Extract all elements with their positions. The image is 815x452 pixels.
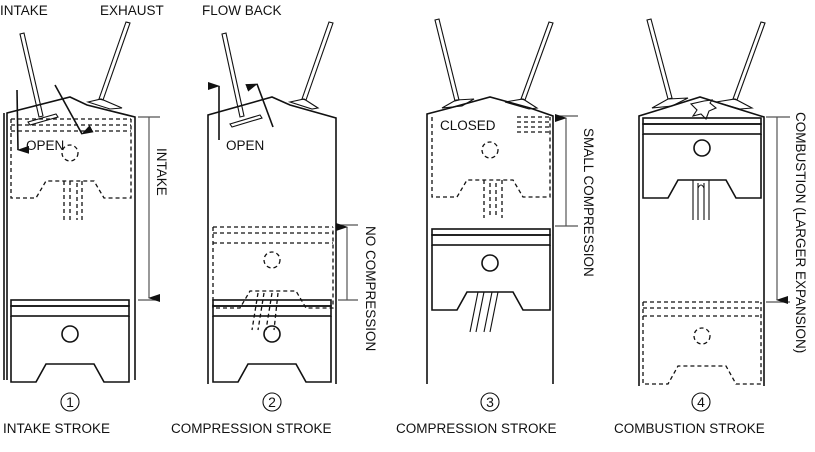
stroke-caption: COMBUSTION STROKE [614, 421, 765, 436]
valve-state-label: CLOSED [440, 118, 496, 133]
label-intake: INTAKE [0, 3, 48, 18]
label-flow-back: FLOW BACK [202, 3, 282, 18]
piston-ghost-bdc [642, 301, 762, 385]
step-number-circle [262, 392, 282, 412]
panel-compression-stroke-closed: CLOSED SMALL COMPRESSION 3 COMPRESSION S… [396, 18, 596, 436]
piston-ghost-tdc-3 [431, 116, 551, 218]
piston-ghost-mid [212, 226, 334, 331]
dimension-label: COMBUSTION (LARGER EXPANSION) [793, 112, 808, 353]
piston-ghost-tdc [10, 118, 132, 220]
panel-compression-stroke-open: OPEN NO COMPRESSION 2 COMPRESSION STROKE [171, 21, 378, 436]
stroke-caption: INTAKE STROKE [3, 421, 110, 436]
cylinder-3 [426, 96, 554, 384]
step-number: 2 [268, 394, 276, 410]
no-compression-dimension [336, 223, 358, 301]
step-number: 3 [486, 394, 494, 410]
flow-back-arrow [245, 83, 274, 128]
cylinder-1 [6, 96, 136, 380]
combustion-dimension [766, 116, 790, 304]
exhaust-valve-2 [287, 21, 334, 110]
step-number-circle [60, 392, 80, 412]
step-number-circle [691, 392, 711, 412]
panel-intake-stroke: OPEN INTAKE 1 INTAKE STROKE [3, 21, 169, 436]
step-number-circle [480, 392, 500, 412]
intake-flow-arrow [54, 84, 94, 135]
piston-1 [10, 299, 130, 383]
piston-3 [431, 228, 551, 333]
dimension-label: INTAKE [154, 148, 169, 196]
step-number: 1 [66, 394, 74, 410]
cylinder-2 [207, 96, 337, 384]
valve-state-label: OPEN [26, 138, 64, 153]
piston-2 [212, 299, 332, 383]
dimension-label: NO COMPRESSION [363, 226, 378, 351]
small-compression-dimension [555, 114, 578, 227]
cylinder-4 [638, 96, 765, 386]
intake-valve-1 [19, 32, 59, 126]
label-exhaust: EXHAUST [100, 3, 164, 18]
intake-dimension [138, 116, 160, 302]
stroke-caption: COMPRESSION STROKE [171, 421, 332, 436]
dimension-label: SMALL COMPRESSION [581, 128, 596, 277]
intake-valve-2 [221, 32, 263, 128]
intake-flow-arrow [16, 89, 30, 154]
panel-combustion-stroke: COMBUSTION (LARGER EXPANSION) 4 COMBUSTI… [614, 18, 808, 436]
valve-state-label: OPEN [226, 138, 264, 153]
exhaust-valve-4 [715, 21, 766, 110]
stroke-caption: COMPRESSION STROKE [396, 421, 557, 436]
exhaust-valve-3 [504, 21, 554, 110]
piston-4 [642, 117, 762, 220]
step-number: 4 [697, 394, 705, 410]
exhaust-valve-1 [85, 21, 131, 110]
intake-valve-4 [646, 18, 689, 109]
spark-combustion-icon [689, 99, 718, 120]
intake-valve-3 [434, 18, 475, 109]
